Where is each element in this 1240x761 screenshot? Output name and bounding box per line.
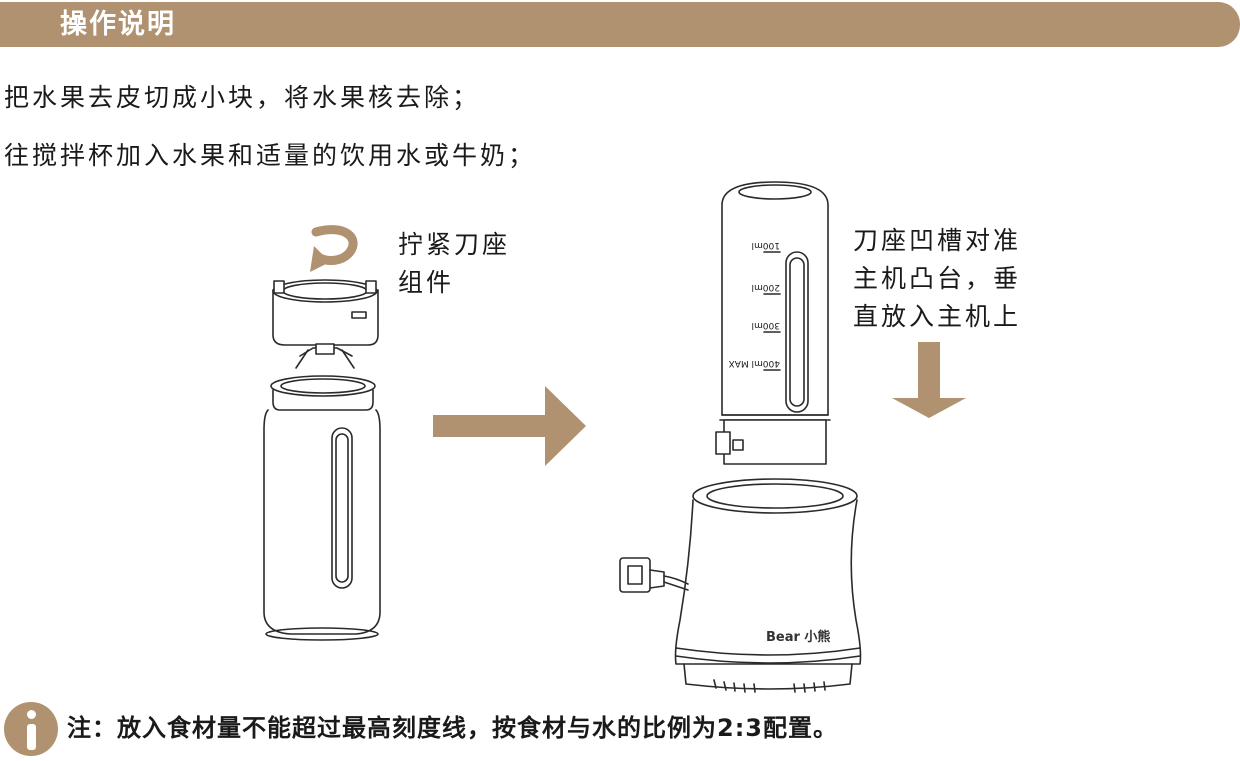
blender-cup-inverted	[715, 181, 831, 465]
step-text-2: 往搅拌杯加入水果和适量的饮用水或牛奶；	[4, 141, 537, 170]
right-arrow-icon	[433, 386, 586, 466]
info-icon	[4, 702, 58, 756]
down-arrow-icon	[892, 342, 966, 418]
rotate-arrow-icon	[310, 225, 358, 272]
label-align-line2: 主机凸台，垂	[853, 264, 1022, 293]
section-title: 操作说明	[60, 9, 176, 40]
section-header-bar: 操作说明	[0, 2, 1240, 47]
label-align-line3: 直放入主机上	[853, 302, 1022, 331]
label-align-base: 刀座凹槽对准 主机凸台，垂 直放入主机上	[853, 222, 1021, 336]
label-align-line1: 刀座凹槽对准	[853, 226, 1022, 255]
label-tighten-line1: 拧紧刀座	[398, 230, 511, 259]
label-tighten-line2: 组件	[398, 268, 455, 297]
label-tighten-blade: 拧紧刀座 组件	[398, 226, 510, 302]
power-plug	[619, 557, 689, 593]
blender-cup-left	[263, 375, 381, 641]
brand-logo: Bear 小熊	[766, 630, 831, 645]
motor-base	[674, 478, 862, 693]
blade-assembly	[272, 279, 379, 369]
note-text: 注：放入食材量不能超过最高刻度线，按食材与水的比例为2:3配置。	[67, 714, 838, 742]
step-text-1: 把水果去皮切成小块，将水果核去除；	[4, 83, 481, 112]
